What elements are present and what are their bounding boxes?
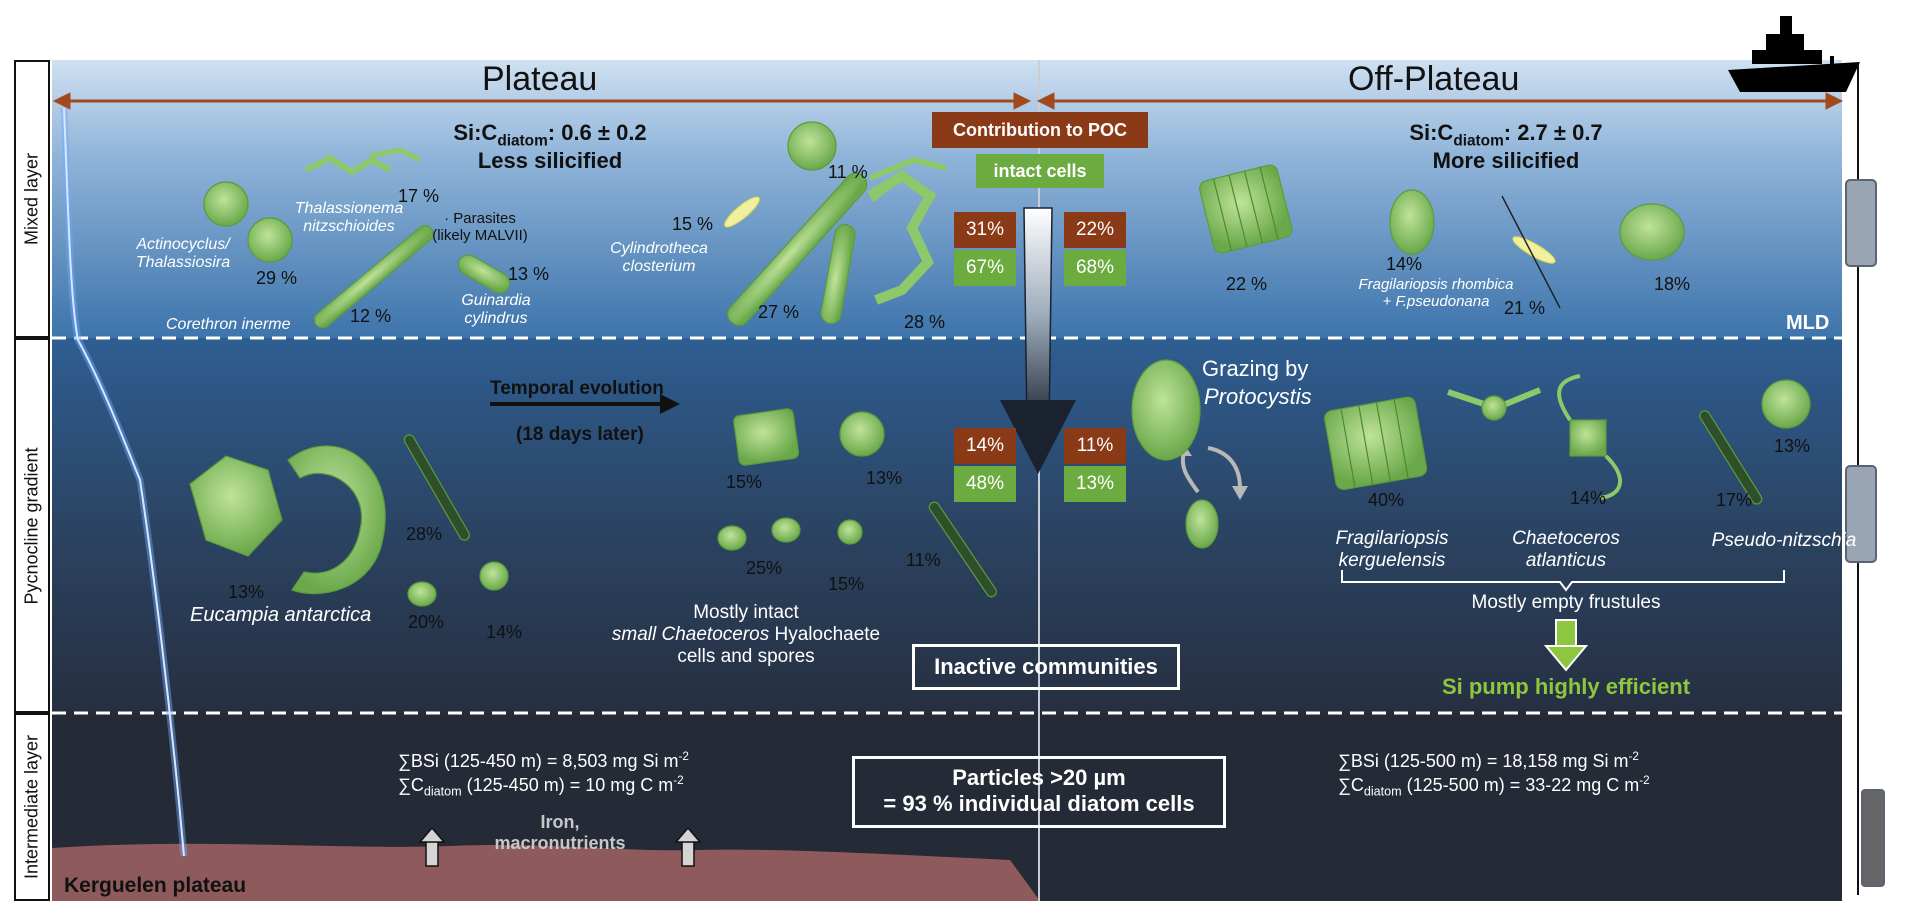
- iron-arrows: [418, 826, 702, 867]
- iron-label: Iron, macronutrients: [494, 812, 626, 853]
- plateau-title: Plateau: [482, 60, 598, 98]
- parasites-note: · Parasites (likely MALVII): [432, 210, 528, 245]
- empty-frustules: Mostly empty frustules: [1471, 592, 1661, 613]
- pct-25: 25%: [746, 558, 783, 578]
- pct-off-18: 18%: [1654, 274, 1691, 294]
- days-later: (18 days later): [516, 424, 644, 445]
- inactive-communities: Inactive communities: [912, 644, 1180, 690]
- plankton-illustrations: [189, 121, 1811, 607]
- offplateau-silicification: More silicified: [1432, 148, 1580, 173]
- offplateau-ratio: Si:Cdiatom: 2.7 ± 0.7: [1409, 120, 1603, 150]
- pct-corethron: 12 %: [350, 306, 392, 326]
- poc-offplateau-pycno: 11%: [1064, 428, 1126, 464]
- plateau-silicification: Less silicified: [477, 148, 623, 173]
- intact-offplateau-mixed: 68%: [1064, 250, 1126, 286]
- intermediate-layer-label: Intermediate layer: [14, 713, 50, 901]
- pct-chaetoceros: 14%: [1570, 488, 1607, 508]
- plateau-seafloor: [52, 843, 1040, 901]
- taxon-guinardia: Guinardia cylindrus: [461, 292, 531, 328]
- poc-offplateau-mixed: 22%: [1064, 212, 1126, 248]
- pct-off-22: 22 %: [1226, 274, 1268, 294]
- pct-off-14: 14%: [1386, 254, 1423, 274]
- offplateau-c: ∑Cdiatom (125-500 m) = 33-22 mg C m-2: [1338, 774, 1650, 799]
- intact-plateau-pycno: 48%: [954, 466, 1016, 502]
- offplateau-title: Off-Plateau: [1348, 60, 1520, 98]
- taxon-pseudo-nitzschia: Pseudo-nitzschia: [1711, 530, 1857, 551]
- pct-cylindrotheca: 15 %: [672, 214, 714, 234]
- legend-intact: intact cells: [976, 154, 1104, 188]
- temporal-evolution: Temporal evolution: [490, 378, 664, 399]
- temporal-arrow: [490, 394, 680, 414]
- offplateau-span-arrow: [1036, 92, 1844, 110]
- particles-box: Particles >20 µm = 93 % individual diato…: [852, 756, 1226, 828]
- taxon-thalassionema: Thalassionema nitzschioides: [294, 200, 404, 236]
- intact-plateau-mixed: 67%: [954, 250, 1016, 286]
- plateau-ratio: Si:Cdiatom: 0.6 ± 0.2: [453, 120, 647, 150]
- offplateau-bsi: ∑BSi (125-500 m) = 18,158 mg Si m-2: [1338, 750, 1639, 771]
- pct-11: 11 %: [828, 162, 868, 182]
- pct-28: 28 %: [904, 312, 946, 332]
- intact-offplateau-pycno: 13%: [1064, 466, 1126, 502]
- grazing-label: Grazing by: [1202, 356, 1309, 381]
- legend-contribution: Contribution to POC: [932, 112, 1148, 148]
- pct-27: 27 %: [758, 302, 800, 322]
- pct-off-21: 21 %: [1504, 298, 1546, 318]
- taxon-eucampia: Eucampia antarctica: [190, 604, 372, 626]
- pct-15b: 15%: [828, 574, 865, 594]
- pct-guinardia: 13 %: [508, 264, 550, 284]
- taxon-fragilariopsis-k: Fragilariopsis kerguelensis: [1335, 528, 1449, 571]
- plateau-bsi: ∑BSi (125-450 m) = 8,503 mg Si m-2: [398, 750, 689, 771]
- pct-28b: 28%: [406, 524, 443, 544]
- si-pump-arrow: [1543, 619, 1589, 672]
- taxon-corethron: Corethron inerme: [166, 316, 291, 333]
- si-pump-label: Si pump highly efficient: [1441, 674, 1691, 699]
- taxon-fragilariopsis-rhombica: Fragilariopsis rhombica + F.pseudonana: [1358, 276, 1514, 311]
- plateau-c: ∑Cdiatom (125-450 m) = 10 mg C m-2: [398, 774, 684, 799]
- plateau-span-arrow: [52, 92, 1032, 110]
- taxon-actinocyclus: Actinocyclus/ Thalassiosira: [135, 236, 231, 272]
- pct-fragilariopsis-k: 40%: [1368, 490, 1405, 510]
- pct-actinocyclus: 29 %: [256, 268, 298, 288]
- protocystis-label: Protocystis: [1204, 384, 1312, 409]
- mld-label: MLD: [1786, 312, 1830, 334]
- poc-plateau-pycno: 14%: [954, 428, 1016, 464]
- pycnocline-label: Pycnocline gradient: [14, 338, 50, 713]
- intact-note: Mostly intact small Chaetoceros Hyalocha…: [611, 602, 881, 667]
- mixed-layer-label: Mixed layer: [14, 60, 50, 338]
- pct-thalassionema: 17 %: [398, 186, 440, 206]
- pct-14b: 14%: [486, 622, 523, 642]
- pct-pseudo-nitzschia: 17%: [1716, 490, 1753, 510]
- pct-11b: 11%: [906, 550, 941, 570]
- taxon-chaetoceros: Chaetoceros atlanticus: [1512, 528, 1620, 571]
- kerguelen-label: Kerguelen plateau: [64, 874, 247, 897]
- pct-eucampia: 13%: [228, 582, 265, 602]
- poc-plateau-mixed: 31%: [954, 212, 1016, 248]
- taxa-brace: [1341, 570, 1785, 592]
- instrument-icons: [1845, 179, 1885, 887]
- pct-20: 20%: [408, 612, 445, 632]
- pct-13a: 13%: [866, 468, 903, 488]
- export-arrow: [1000, 207, 1076, 474]
- pct-off-13: 13%: [1774, 436, 1811, 456]
- pct-15a: 15%: [726, 472, 763, 492]
- taxon-cylindrotheca: Cylindrotheca closterium: [610, 240, 708, 276]
